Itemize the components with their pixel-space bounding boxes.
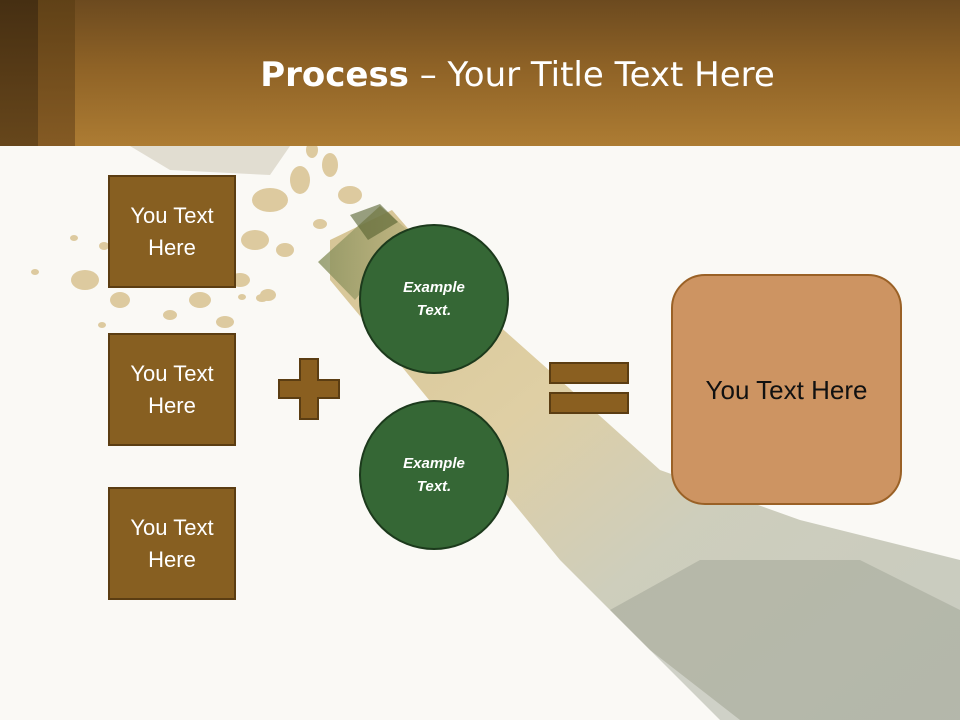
result-label: You Text Here [705, 374, 868, 405]
input-box-label: You Text Here [130, 514, 214, 572]
input-box-2[interactable]: You Text Here [108, 333, 236, 446]
equals-icon [549, 362, 629, 414]
input-box-1[interactable]: You Text Here [108, 175, 236, 288]
input-box-label: You Text Here [130, 202, 214, 260]
example-circle-2[interactable]: Example Text. [359, 400, 509, 550]
example-circle-label: Example Text. [403, 279, 465, 319]
input-box-3[interactable]: You Text Here [108, 487, 236, 600]
title-bold: Process [260, 55, 409, 95]
result-box[interactable]: You Text Here [671, 274, 902, 505]
example-circle-1[interactable]: Example Text. [359, 224, 509, 374]
example-circle-label: Example Text. [403, 455, 465, 495]
header-accent-dark [0, 0, 38, 146]
title-rest: – Your Title Text Here [408, 55, 775, 95]
plus-icon [278, 358, 340, 420]
header-accent-mid [38, 0, 75, 146]
title-bar: Process – Your Title Text Here [0, 0, 960, 146]
input-box-label: You Text Here [130, 360, 214, 418]
slide-title[interactable]: Process – Your Title Text Here [75, 50, 960, 100]
